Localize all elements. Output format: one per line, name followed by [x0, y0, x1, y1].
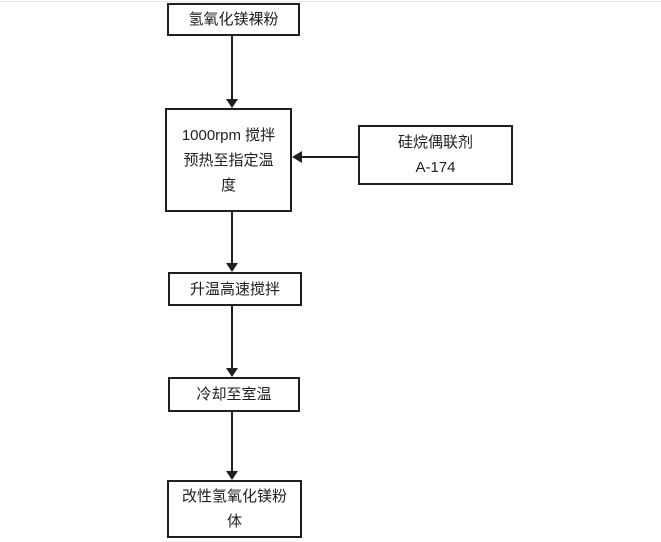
- node-stir-preheat: 1000rpm 搅拌 预热至指定温 度: [165, 108, 292, 212]
- arrowhead-left-icon: [292, 151, 302, 163]
- node-bare-powder: 氢氧化镁裸粉: [167, 3, 300, 36]
- arrow-line-node4-to-node5: [231, 412, 233, 471]
- arrow-line-node1-to-node2: [231, 36, 233, 99]
- arrow-line-node3-to-node4: [231, 306, 233, 368]
- arrow-line-silane-to-node2: [302, 156, 358, 158]
- arrow-line-node2-to-node3: [231, 212, 233, 263]
- arrowhead-down-icon: [226, 99, 238, 108]
- arrowhead-down-icon: [226, 471, 238, 480]
- arrowhead-down-icon: [226, 263, 238, 272]
- node-modified-powder: 改性氢氧化镁粉 体: [167, 480, 302, 538]
- scan-artifact-line: [0, 1, 661, 2]
- node-cool-to-room-temp: 冷却至室温: [168, 377, 300, 412]
- node-silane-coupling-agent: 硅烷偶联剂 A-174: [358, 125, 513, 185]
- node-heat-up-high-speed-stir: 升温高速搅拌: [168, 272, 302, 306]
- arrowhead-down-icon: [226, 368, 238, 377]
